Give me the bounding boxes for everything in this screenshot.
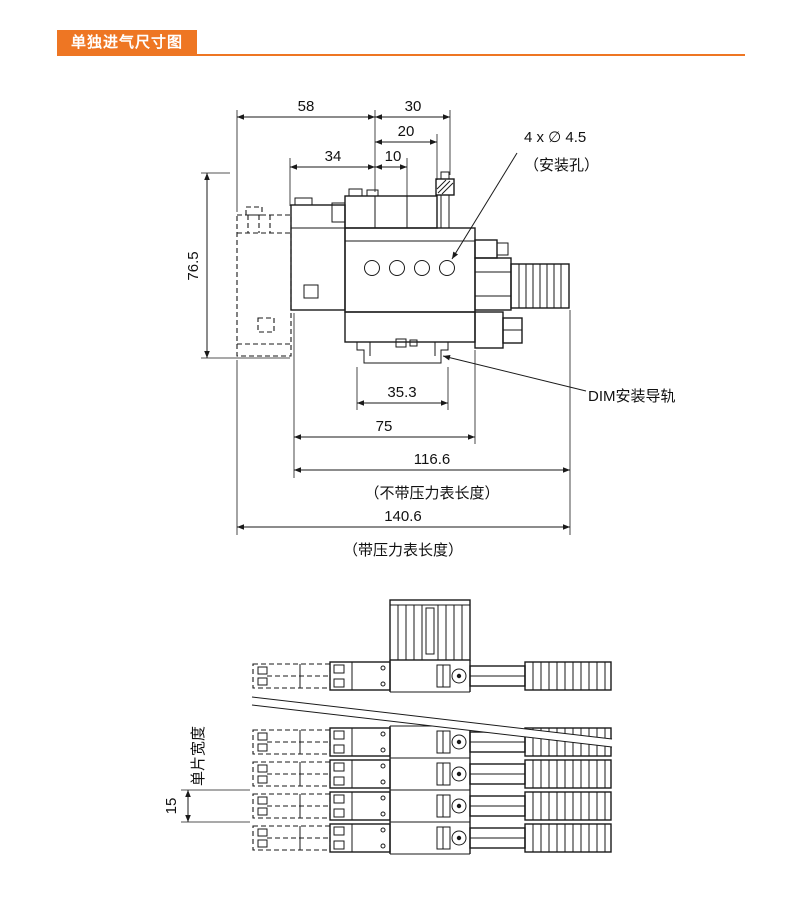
dim-75: 75 — [293, 313, 476, 478]
dim-30-label: 30 — [405, 98, 422, 115]
din-rail-label: DIM安装导轨 — [588, 388, 676, 405]
title-underline — [57, 54, 745, 56]
dim-1166-label: 116.6 — [414, 451, 450, 468]
dim-15-label: 15 — [163, 798, 180, 815]
dim-slice-width: 15 单片宽度 — [163, 726, 250, 823]
dim-34-10: 34 10 — [289, 148, 408, 206]
dim-1166: 116.6 （不带压力表长度） — [294, 310, 571, 535]
dim-1406-label: 140.6 — [384, 508, 422, 525]
dim-353-label: 35.3 — [387, 384, 416, 401]
unit-width-label: 单片宽度 — [190, 726, 207, 786]
length-with-gauge-label: （带压力表长度） — [343, 542, 463, 559]
outlet-fittings — [474, 239, 570, 349]
mounting-holes-sublabel: （安装孔） — [524, 157, 599, 174]
mounting-hole — [389, 260, 405, 276]
din-rail-clip — [356, 338, 449, 364]
page-title: 单独进气尺寸图 — [57, 30, 198, 56]
mounting-hole — [364, 260, 380, 276]
manifold-slice — [252, 659, 612, 693]
manifold-slice — [252, 789, 612, 823]
manifold-slice — [252, 821, 612, 855]
dim-75-label: 75 — [376, 418, 393, 435]
dim-1406: 140.6 （带压力表长度） — [236, 360, 570, 559]
adjust-knob — [435, 171, 455, 229]
mounting-hole — [414, 260, 430, 276]
break-band — [251, 696, 613, 748]
dim-top-row1: 58 30 — [236, 98, 451, 212]
din-rail-callout: DIM安装导轨 — [442, 354, 676, 405]
rail-profile — [389, 599, 471, 661]
dim-353: 35.3 — [356, 367, 449, 410]
dim-20: 20 — [375, 123, 438, 180]
mounting-holes-label: 4 x ∅ 4.5 — [524, 129, 586, 146]
dim-58-label: 58 — [298, 98, 315, 115]
mounting-hole — [439, 260, 455, 276]
mounting-holes-callout: 4 x ∅ 4.5 （安装孔） — [451, 129, 599, 260]
valve-body — [344, 227, 476, 343]
dim-20-label: 20 — [398, 123, 415, 140]
manifold-slice — [252, 757, 612, 791]
solenoid-valve — [331, 188, 438, 229]
manifold-slice — [252, 725, 612, 759]
dim-34-label: 34 — [325, 148, 342, 165]
length-without-gauge-label: （不带压力表长度） — [364, 485, 499, 502]
dim-765-label: 76.5 — [185, 251, 202, 280]
dim-height-765: 76.5 — [185, 172, 290, 359]
pressure-gauge — [236, 206, 292, 357]
regulator-block — [290, 197, 346, 311]
dim-10-label: 10 — [385, 148, 402, 165]
